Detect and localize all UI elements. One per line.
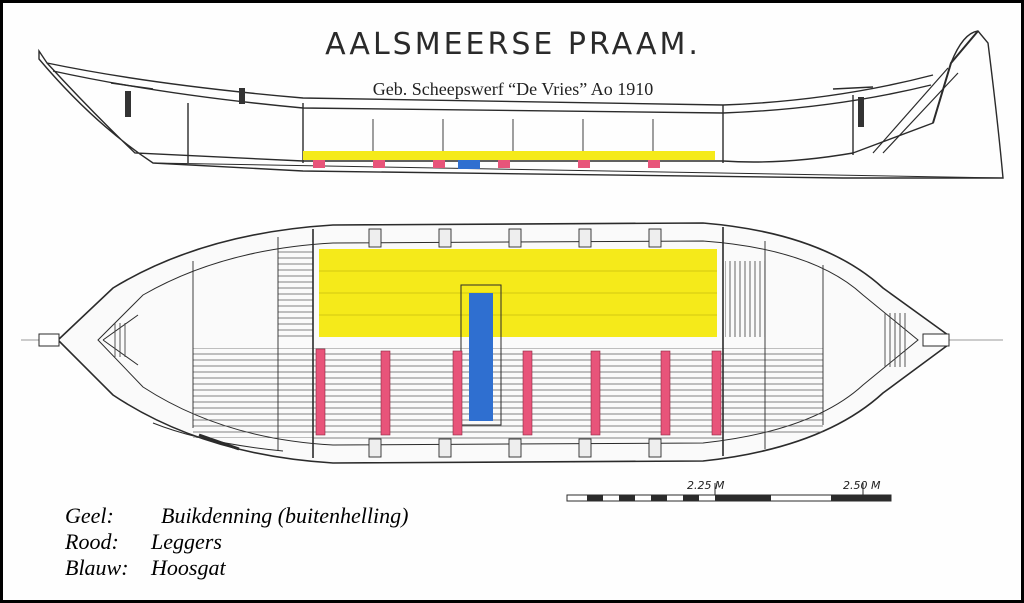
side-red-leggers — [313, 160, 660, 168]
side-view — [38, 30, 1004, 179]
scale-bar — [566, 483, 892, 502]
drawing-subtitle: Geb. Scheepswerf “De Vries” Ao 1910 — [372, 79, 654, 99]
scale-label-end: 2.50 M — [843, 479, 881, 492]
plan-view — [21, 222, 1003, 464]
plan-blue-hoosgat — [469, 293, 493, 421]
scale-label-mid: 2.25 M — [687, 479, 725, 492]
boat-drawing — [21, 30, 1004, 502]
legend-row-blue: Blauw: Hoosgat — [65, 555, 408, 581]
legend-value-yellow: Buikdenning (buitenhelling) — [161, 503, 409, 528]
legend-value-red: Leggers — [151, 529, 222, 554]
legend-key-yellow: Geel: — [65, 503, 114, 528]
legend-key-blue: Blauw: — [65, 555, 129, 580]
legend-key-red: Rood: — [65, 529, 119, 554]
side-yellow-floor — [303, 151, 715, 160]
drawing-title: AALSMEERSE PRAAM. — [325, 27, 701, 62]
legend-row-red: Rood: Leggers — [65, 529, 408, 555]
color-legend: Geel: Buikdenning (buitenhelling) Rood: … — [65, 503, 408, 581]
legend-row-yellow: Geel: Buikdenning (buitenhelling) — [65, 503, 408, 529]
side-hull-outline — [38, 30, 1004, 179]
plan-red-leggers — [315, 348, 722, 436]
legend-value-blue: Hoosgat — [151, 555, 226, 580]
side-blue-hoosgat — [458, 160, 480, 169]
